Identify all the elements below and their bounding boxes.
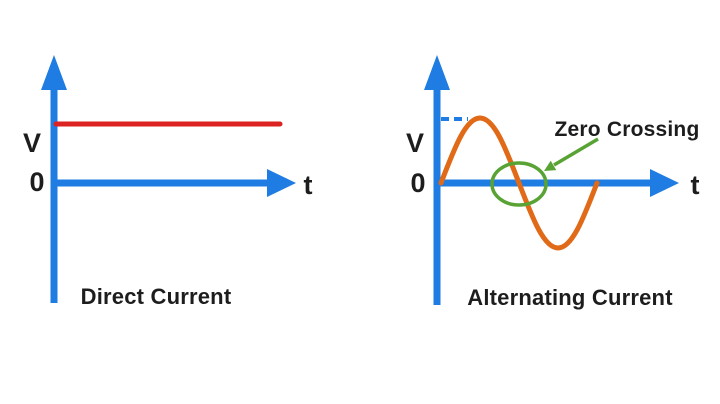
ac-v-axis-arrowhead-icon <box>424 55 450 90</box>
ac-caption: Alternating Current <box>467 285 673 310</box>
zero-crossing-arrowhead-icon <box>544 160 557 171</box>
zero-crossing-arrow-line <box>553 137 599 167</box>
dc-t-axis-arrowhead-icon <box>267 169 296 197</box>
ac-t-axis-arrowhead-icon <box>650 169 679 197</box>
ac-sine-wave <box>438 115 600 251</box>
ac-t-label: t <box>691 170 700 200</box>
ac-origin-label: 0 <box>410 168 425 198</box>
ac-panel: V 0 t Zero Crossing Alternating Current <box>406 55 700 310</box>
zero-crossing-label: Zero Crossing <box>555 118 700 141</box>
dc-t-label: t <box>304 170 313 200</box>
dc-v-axis-arrowhead-icon <box>41 55 67 90</box>
dc-caption: Direct Current <box>81 284 232 309</box>
dc-origin-label: 0 <box>29 167 44 197</box>
ac-v-label: V <box>406 128 424 158</box>
dc-v-label: V <box>23 128 41 158</box>
zero-crossing-ellipse <box>490 161 548 207</box>
dc-panel: V 0 t Direct Current <box>23 55 313 309</box>
